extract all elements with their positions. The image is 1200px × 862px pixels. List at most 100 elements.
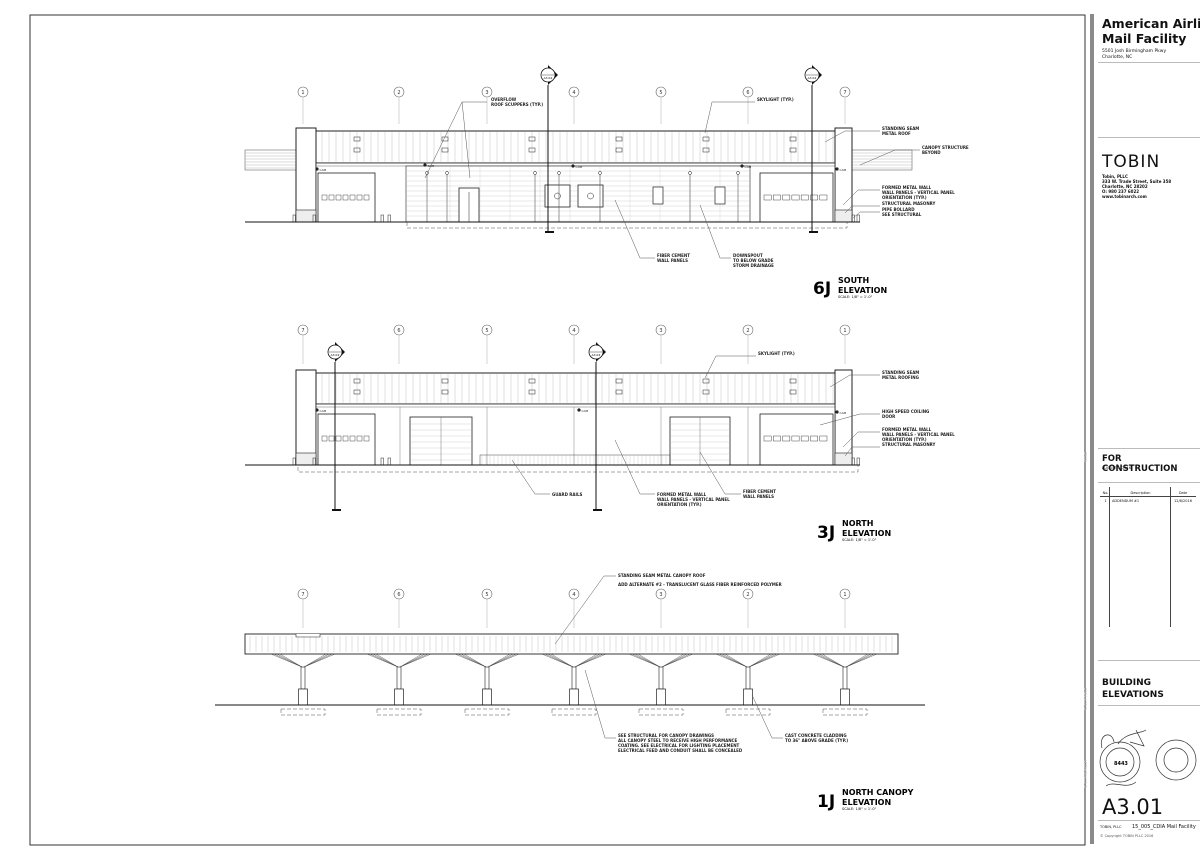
canopy-column [300, 666, 306, 690]
canopy-strut [574, 653, 604, 668]
divider [1098, 660, 1200, 661]
canopy-strut [270, 653, 303, 668]
canopy-strut [369, 653, 399, 668]
skylight [702, 147, 710, 153]
project-address-line2: Charlotte, NC [1102, 55, 1133, 60]
grid-label: 1 [301, 90, 304, 96]
column-cladding [569, 688, 579, 706]
scupper [557, 171, 561, 175]
canopy-strut [399, 653, 429, 668]
canopy-strut [487, 653, 517, 668]
issue-date: AUGUST 1, 2016 [1102, 466, 1132, 470]
note-wall-n: FORMED METAL WALL [882, 427, 932, 432]
note-skylight-n: SKYLIGHT (TYP.) [758, 351, 795, 356]
leader-roof [824, 130, 880, 143]
drawing-title-south-2: ELEVATION [838, 286, 887, 295]
drawing-scale-south: SCALE: 1/8" = 1'-0" [838, 295, 873, 299]
canopy-column [842, 666, 848, 690]
door-window [321, 194, 328, 201]
divider [1098, 448, 1200, 449]
grid-label: 6 [397, 328, 400, 334]
canopy-strut [845, 653, 872, 668]
louver-fan [587, 192, 594, 200]
canopy-strut [661, 653, 688, 668]
door-window [773, 194, 781, 201]
sheet-number: A3.01 [1102, 795, 1164, 819]
note-door-n: HIGH SPEED COILING [882, 409, 929, 414]
professional-seals: 8443 [1099, 729, 1197, 787]
canopy-strut [845, 653, 875, 668]
column-footing [464, 708, 510, 716]
column-cladding [840, 688, 850, 706]
tower-left [295, 127, 317, 223]
firm-address-line: O: 980 237 6022 [1102, 189, 1140, 194]
note-masonry-n: STRUCTURAL MASONRY [882, 442, 936, 447]
skylight [528, 147, 536, 153]
vent-panel [714, 186, 726, 205]
skylight [353, 389, 361, 395]
canopy-strut [544, 653, 574, 668]
canopy-strut [399, 653, 426, 668]
louver-fan [554, 192, 561, 200]
canopy-strut [303, 653, 330, 668]
note-roof-n: STANDING SEAM [882, 370, 919, 375]
camera-label: CAM [582, 409, 589, 413]
grid-label: 7 [301, 328, 304, 334]
door-window [791, 435, 800, 442]
canopy-beyond [851, 149, 913, 171]
col-date: Date [1170, 490, 1196, 497]
grid-label: 4 [572, 328, 575, 334]
canopy-strut [487, 653, 514, 668]
door-window [363, 435, 370, 442]
canopy-strut [724, 653, 748, 668]
canopy-column [745, 666, 751, 690]
leader-bollard [852, 211, 880, 219]
column-cladding [298, 688, 308, 706]
louver-panel [544, 184, 571, 208]
tower-left [295, 369, 317, 466]
door-window [335, 194, 342, 201]
note-wall-n-2: WALL PANELS - VERTICAL PANEL [882, 432, 955, 437]
door-window [810, 435, 818, 442]
note-downspout-3: STORM DRAINAGE [733, 263, 774, 268]
canopy-strut [631, 653, 661, 668]
leader-scuppers [461, 101, 471, 179]
canopy-strut [457, 653, 487, 668]
canopy-strut [547, 653, 574, 668]
canopy-strut [303, 653, 333, 668]
leader-canopy [859, 149, 920, 166]
note-canopy-roof: STANDING SEAM METAL CANOPY ROOF [618, 573, 706, 578]
skylight [789, 147, 797, 153]
note-scuppers: OVERFLOW [491, 97, 517, 102]
overhead-door [759, 172, 834, 223]
canopy-column [484, 666, 490, 690]
column-footing [376, 708, 422, 716]
note-masonry: STRUCTURAL MASONRY [882, 201, 936, 206]
footer-firm: TOBIN, PLLC [1100, 825, 1122, 829]
firm-address-line: 333 W. Trade Street, Suite 358 [1102, 179, 1172, 184]
column-cladding [743, 688, 753, 706]
skylight [353, 136, 361, 142]
leader-roof [829, 374, 880, 388]
door-window [810, 194, 818, 201]
grid-label: 2 [746, 592, 749, 598]
drawing-title-canopy-2: ELEVATION [842, 798, 891, 807]
column-cladding [482, 688, 492, 706]
canopy-strut [721, 653, 748, 668]
canopy-roof [244, 633, 899, 655]
note-wall-2: WALL PANELS - VERTICAL PANEL [882, 190, 955, 195]
tower-right [834, 369, 853, 466]
canopy-strut [634, 653, 661, 668]
canopy-strut [574, 653, 598, 668]
door-window [819, 194, 828, 201]
note-door-n-2: DOOR [882, 414, 895, 419]
leader-skylight [704, 101, 755, 134]
skylight [702, 136, 710, 142]
drawing-number-canopy: 1J [817, 792, 835, 812]
column-footing [822, 708, 868, 716]
